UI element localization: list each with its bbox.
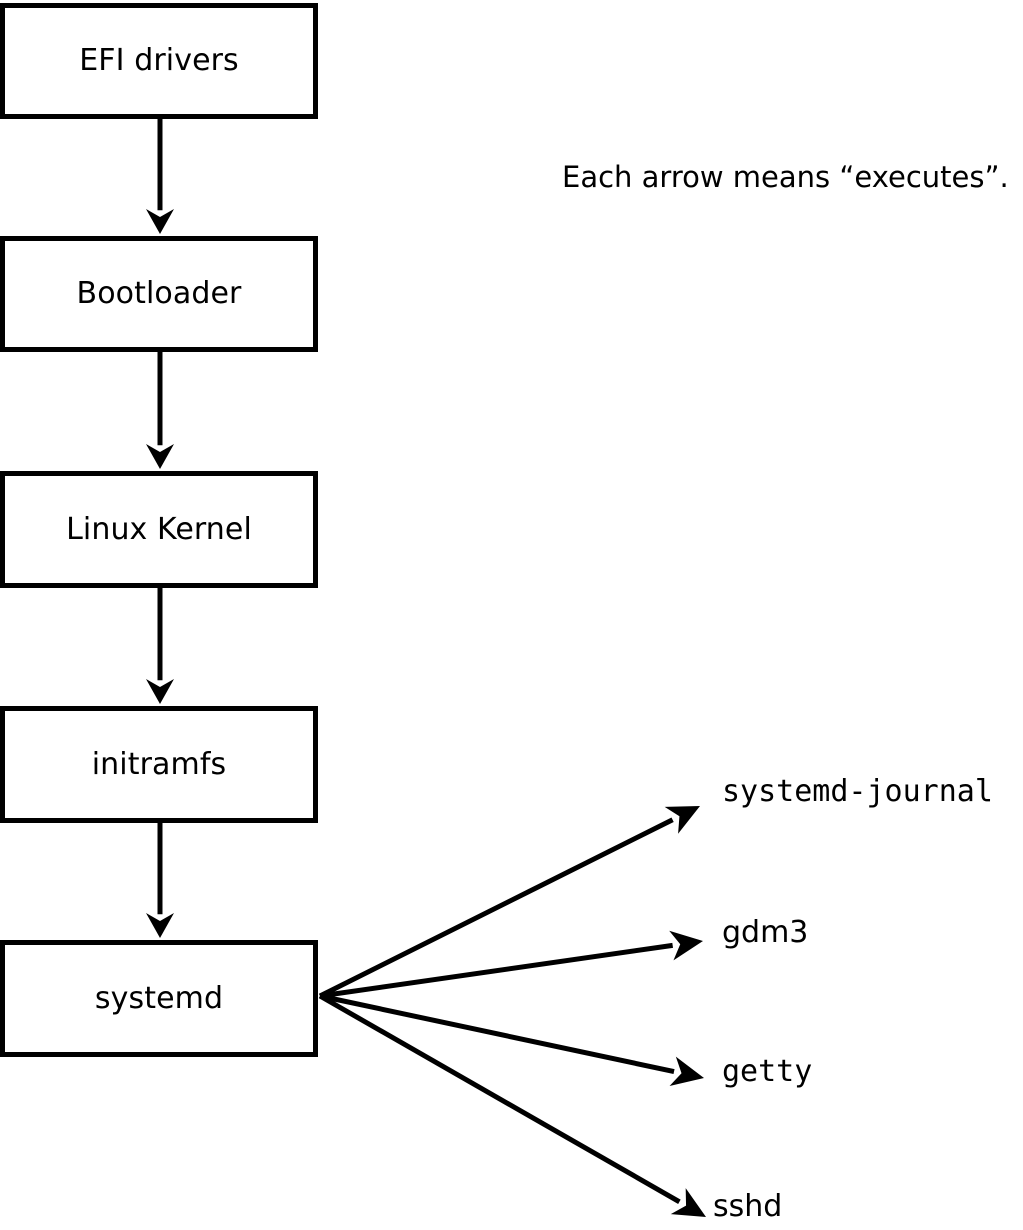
fanout-arrow-getty-head xyxy=(669,1056,704,1086)
node-label-bootloader: Bootloader xyxy=(76,276,242,311)
node-label-efi-drivers: EFI drivers xyxy=(79,43,239,78)
fanout-arrow-sshd-shaft xyxy=(318,993,681,1204)
chain-arrow-bootloader-to-linux-kernel-head xyxy=(146,444,174,469)
node-label-linux-kernel: Linux Kernel xyxy=(66,511,252,547)
legend-annotation: Each arrow means “executes”. xyxy=(562,160,1009,194)
leaf-label-getty[interactable]: getty xyxy=(722,1054,813,1089)
fanout-arrow-systemd-journal-shaft xyxy=(318,817,674,999)
chain-arrow-initramfs-to-systemd-head xyxy=(146,913,174,938)
node-box-efi-drivers[interactable]: EFI drivers xyxy=(0,3,318,119)
fanout-arrow-sshd-head xyxy=(670,1188,706,1217)
leaf-label-sshd[interactable]: sshd xyxy=(713,1189,783,1224)
node-box-bootloader[interactable]: Bootloader xyxy=(0,236,318,352)
leaf-label-systemd-journal[interactable]: systemd-journal xyxy=(722,774,993,809)
chain-arrow-efi-drivers-to-bootloader-head xyxy=(146,209,174,234)
node-label-initramfs: initramfs xyxy=(91,746,227,782)
fanout-arrow-gdm3-head xyxy=(669,930,703,961)
fanout-arrow-getty-shaft xyxy=(319,993,675,1075)
fanout-arrow-gdm3-shaft xyxy=(319,942,674,999)
leaf-label-gdm3[interactable]: gdm3 xyxy=(722,915,809,950)
node-box-initramfs[interactable]: initramfs xyxy=(0,706,318,823)
node-box-linux-kernel[interactable]: Linux Kernel xyxy=(0,471,318,588)
node-label-systemd: systemd xyxy=(94,980,224,1016)
fanout-arrow-systemd-journal-head xyxy=(664,806,700,834)
chain-arrow-linux-kernel-to-initramfs-head xyxy=(146,679,174,704)
node-box-systemd[interactable]: systemd xyxy=(0,940,318,1057)
